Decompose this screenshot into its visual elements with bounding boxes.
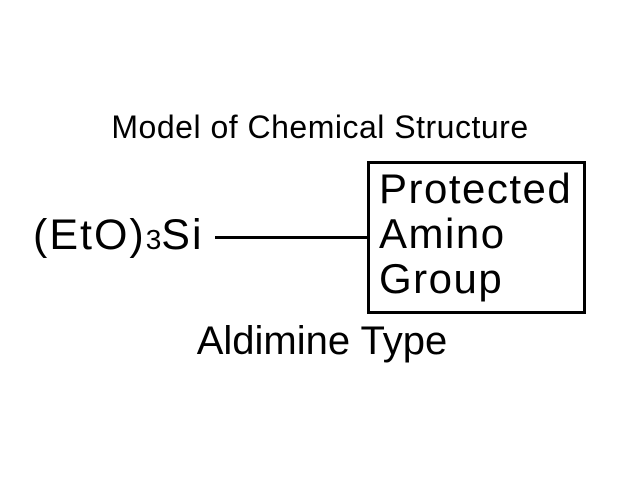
box-text-line: Group bbox=[379, 255, 504, 302]
bond-line bbox=[215, 236, 368, 239]
box-text-line: Protected bbox=[379, 165, 573, 212]
box-text-line: Amino bbox=[379, 210, 506, 257]
formula-element: Si bbox=[161, 211, 204, 259]
silane-formula: (EtO)3Si bbox=[33, 214, 204, 257]
diagram-caption: Aldimine Type bbox=[196, 319, 448, 363]
diagram-title: Model of Chemical Structure bbox=[111, 109, 529, 145]
formula-prefix: (EtO) bbox=[33, 211, 146, 259]
formula-subscript: 3 bbox=[145, 224, 162, 255]
protected-amino-group-box: Protected Amino Group bbox=[367, 161, 586, 314]
